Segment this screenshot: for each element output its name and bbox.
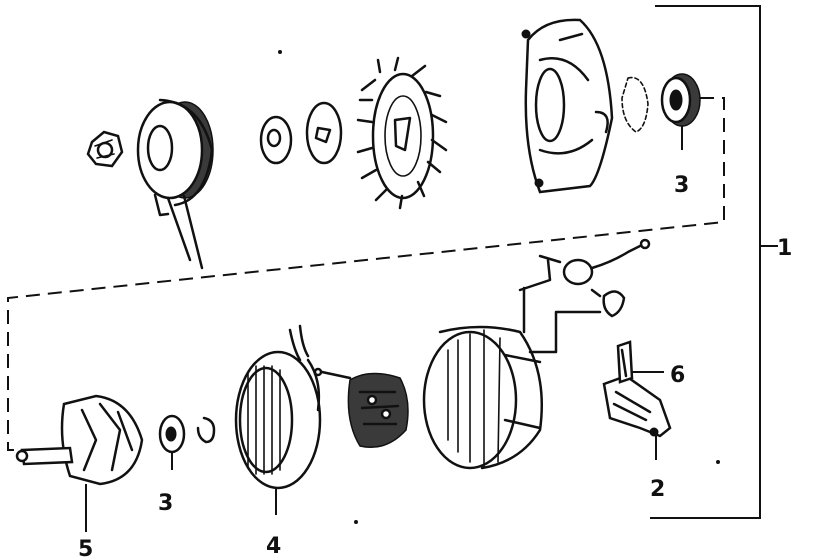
- rectifier: [313, 367, 409, 448]
- spacer: [259, 115, 293, 165]
- cooling-fan: [356, 56, 448, 210]
- stator: [234, 324, 322, 515]
- capacitor: [518, 238, 651, 354]
- rear-housing: [422, 325, 543, 470]
- callout-5: 5: [78, 537, 93, 560]
- pulley-nut: [86, 130, 124, 168]
- washer: [305, 101, 343, 165]
- print-specks: [278, 50, 720, 524]
- front-housing: [521, 18, 614, 194]
- callout-6: 6: [670, 363, 685, 388]
- front-bearing: [660, 73, 701, 150]
- assembly-guide-lines: [7, 97, 725, 451]
- pulley: [136, 98, 214, 270]
- rotor: [15, 394, 144, 532]
- terminal-clip: [590, 288, 626, 318]
- rear-bearing: [158, 414, 186, 470]
- callout-3-bottom: 3: [158, 491, 173, 516]
- retainer-plate: [621, 76, 649, 133]
- brush-holder: [616, 340, 664, 384]
- assembly-bracket: [650, 5, 778, 519]
- snap-ring: [196, 416, 216, 444]
- callout-3-top: 3: [674, 173, 689, 198]
- callout-2: 2: [650, 477, 665, 502]
- callout-4: 4: [266, 534, 281, 559]
- voltage-regulator: [602, 374, 672, 460]
- callout-1: 1: [777, 236, 792, 261]
